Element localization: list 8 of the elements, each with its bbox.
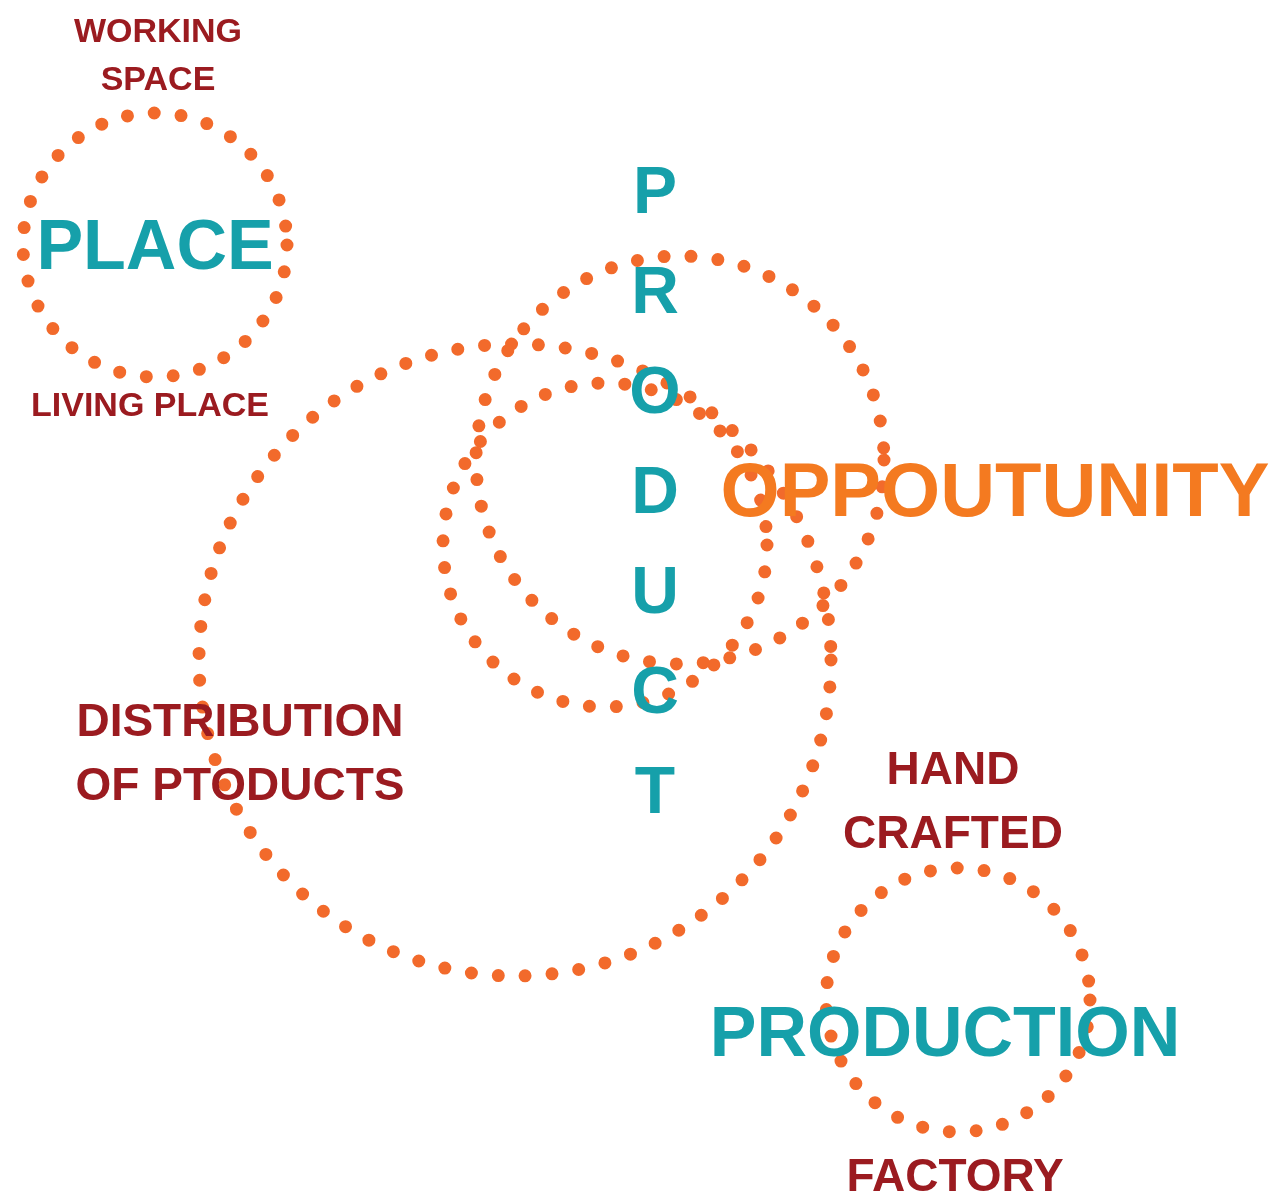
caption-text: HAND CRAFTED [842,740,1064,860]
circle-label: DISTRIBUTION OF PTODUCTS [74,692,406,812]
circle-title: PRODUCTION [709,997,1181,1067]
caption-text: LIVING PLACE [30,384,270,426]
dotted-circle [17,107,293,383]
caption-text: FACTORY [845,1147,1065,1197]
caption-text: WORKING SPACE [72,10,244,99]
circle-title: PLACE [36,210,274,280]
